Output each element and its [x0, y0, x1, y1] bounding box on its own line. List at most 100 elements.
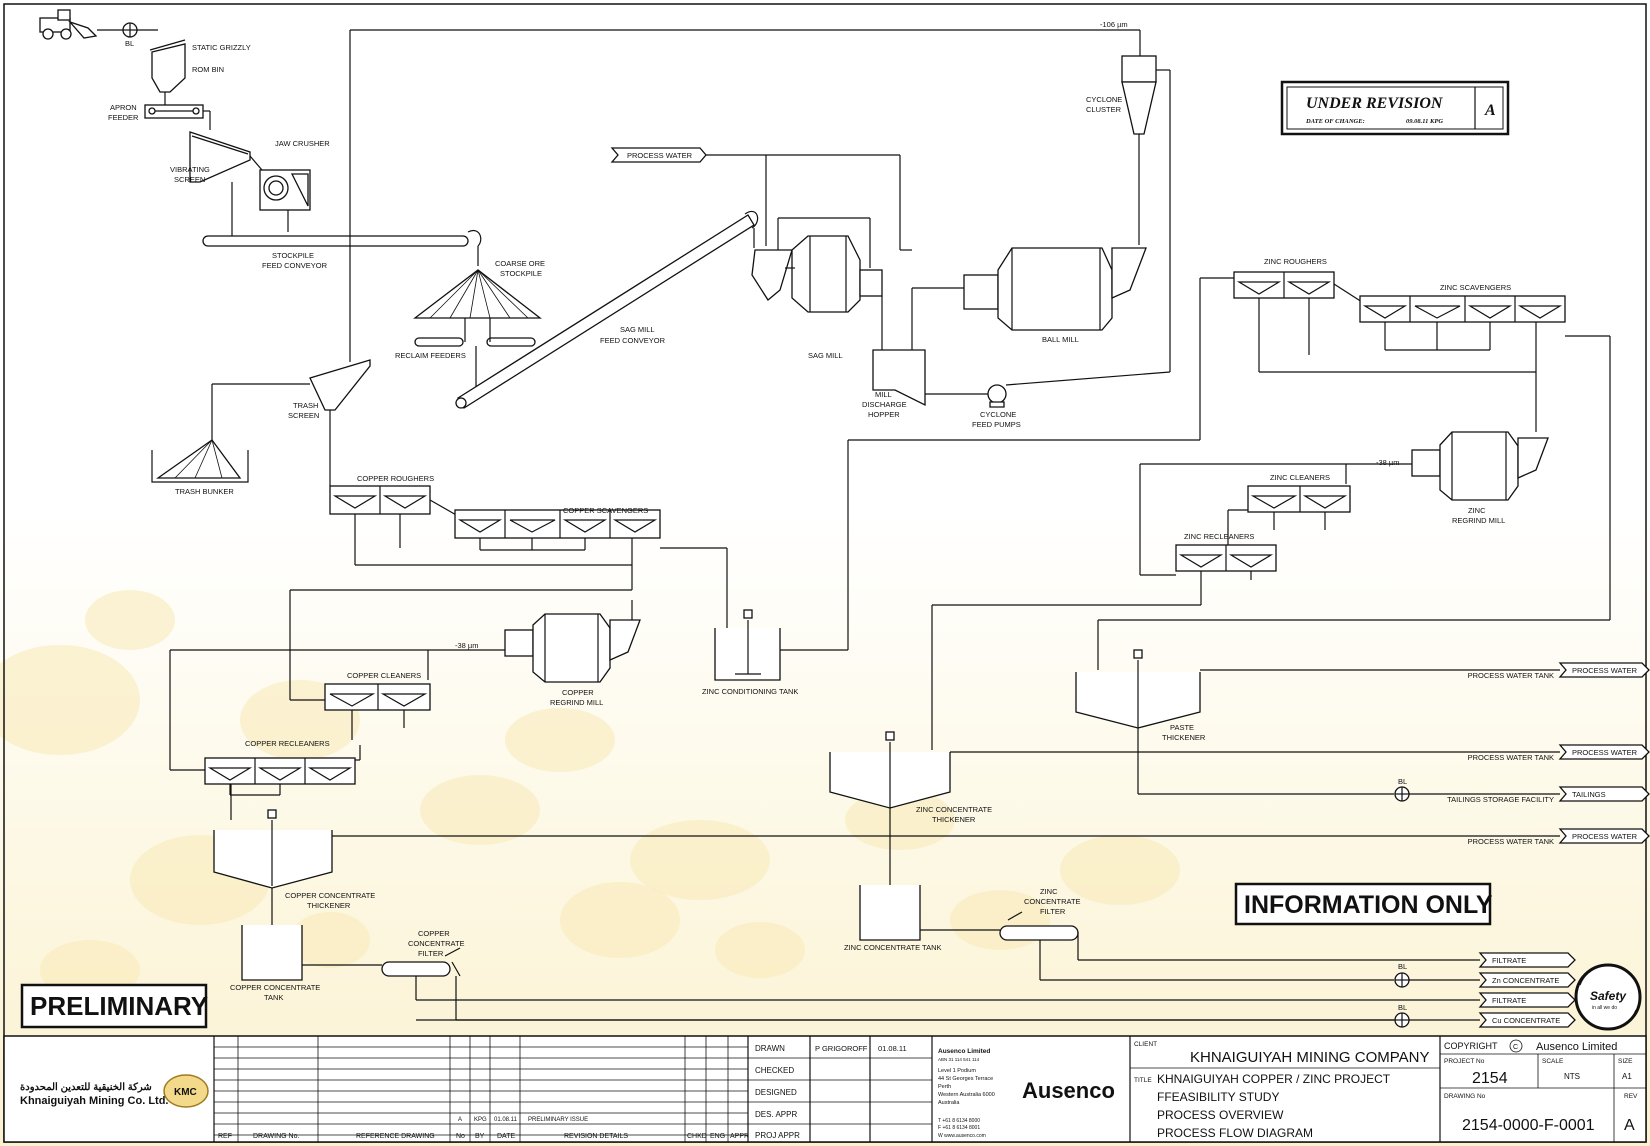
output-tag-7: FILTRATE — [1478, 992, 1576, 1008]
consultant-address-4: Western Australia 6000 — [938, 1092, 995, 1098]
apron-feeder — [144, 104, 204, 119]
output-tag-label: PROCESS WATER — [1572, 666, 1638, 675]
coarse-ore-stockpile — [413, 269, 542, 319]
copper-filter-label-3: FILTER — [418, 949, 444, 958]
loader-icon — [39, 9, 98, 40]
copper-concentrate-filter — [381, 947, 461, 977]
zinc-cleaners-label: ZINC CLEANERS — [1270, 473, 1330, 482]
consultant-abn: ABN 31 114 541 114 — [938, 1057, 980, 1062]
copper-concentrate-thickener — [213, 809, 333, 889]
copper-recleaners — [204, 757, 356, 785]
mill-discharge-label-1: MILL — [875, 390, 892, 399]
hdr-revision-details: REVISION DETAILS — [564, 1133, 628, 1140]
mill-discharge-hopper — [872, 349, 926, 407]
date-of-change-label: DATE OF CHANGE: — [1305, 118, 1365, 125]
drawing-no-label: DRAWING No — [1444, 1093, 1486, 1100]
title-label: TITLE — [1134, 1077, 1152, 1084]
copper-regrind-size-label: -38 µm — [455, 641, 479, 650]
coarse-ore-label-2: STOCKPILE — [500, 269, 542, 278]
zinc-filter-label-1: ZINC — [1040, 887, 1058, 896]
copper-regrind-mill — [504, 613, 641, 683]
cu-valve-symbol — [1394, 1012, 1410, 1028]
title-line-4: PROCESS FLOW DIAGRAM — [1157, 1126, 1313, 1140]
project-no-value: 2154 — [1472, 1070, 1508, 1087]
consultant-fax: F +61 8 6134 8001 — [938, 1125, 980, 1131]
scale-value: NTS — [1564, 1072, 1580, 1081]
sag-mill-label: SAG MILL — [808, 351, 843, 360]
copper-thickener-label-2: THICKENER — [307, 901, 351, 910]
output-tag-label: TAILINGS — [1572, 790, 1606, 799]
copper-regrind-label-1: COPPER — [562, 688, 594, 697]
zinc-regrind-label-2: REGRIND MILL — [1452, 516, 1505, 525]
copyright-owner: Ausenco Limited — [1536, 1041, 1617, 1053]
stockpile-conveyor-label-1: STOCKPILE — [272, 251, 314, 260]
copper-thickener-label-1: COPPER CONCENTRATE — [285, 891, 375, 900]
jaw-crusher-label: JAW CRUSHER — [275, 139, 330, 148]
apron-feeder-label-2: FEEDER — [108, 113, 139, 122]
sag-mill — [751, 235, 883, 313]
copper-scavengers-label: COPPER SCAVENGERS — [563, 506, 648, 515]
reclaim-feeders — [414, 337, 536, 347]
apron-feeder-label-1: APRON — [110, 103, 137, 112]
zinc-regrind-size-label: -38 µm — [1376, 458, 1400, 467]
company-arabic-name: شركة الخنيقية للتعدين المحدودة — [20, 1082, 152, 1093]
preliminary-stamp: PRELIMINARY — [20, 983, 208, 1029]
coarse-ore-label-1: COARSE ORE — [495, 259, 545, 268]
zinc-tank-label: ZINC CONCENTRATE TANK — [844, 943, 942, 952]
cyclone-pumps-label-2: FEED PUMPS — [972, 420, 1021, 429]
rev-row-by: KPG — [474, 1117, 487, 1123]
sag-mill-feed-conveyor — [455, 210, 759, 409]
output-tag-label: PROCESS WATER — [1572, 832, 1638, 841]
cyclone-cluster — [1121, 55, 1157, 135]
cyclone-feed-pump — [987, 384, 1007, 408]
title-block: شركة الخنيقية للتعدين المحدودة Khnaiguiy… — [3, 1035, 1647, 1143]
zinc-thickener-label-1: ZINC CONCENTRATE — [916, 805, 992, 814]
paste-thickener-label-1: PASTE — [1170, 723, 1194, 732]
safety-logo: Safety in all we do — [1574, 963, 1642, 1031]
rev-row-date: 01.08.11 — [494, 1117, 518, 1123]
copper-filter-label-1: COPPER — [418, 929, 450, 938]
output-tag-3: TAILINGS TAILINGS STORAGE FACILITY — [1447, 786, 1650, 804]
safety-logo-main: Safety — [1590, 989, 1627, 1003]
drawn-label: DRAWN — [755, 1044, 785, 1053]
zn-bl-label: BL — [1398, 962, 1407, 971]
copper-filter-label-2: CONCENTRATE — [408, 939, 465, 948]
output-tag-8: Cu CONCENTRATE — [1478, 1012, 1576, 1028]
hdr-no: No — [456, 1133, 465, 1140]
drawing-no-value: 2154-0000-F-0001 — [1462, 1117, 1595, 1134]
rev-row-details: PRELIMINARY ISSUE — [528, 1117, 588, 1123]
kmc-logo-text: KMC — [174, 1087, 197, 1098]
output-destination-label: PROCESS WATER TANK — [1468, 753, 1554, 762]
trash-bunker-label: TRASH BUNKER — [175, 487, 234, 496]
hdr-eng: ENG — [710, 1133, 725, 1140]
ball-mill-label: BALL MILL — [1042, 335, 1079, 344]
rev-row-no: A — [458, 1117, 462, 1123]
zinc-recleaners — [1175, 544, 1277, 572]
consultant-web: W www.ausenco.com — [938, 1133, 986, 1139]
zinc-roughers-label: ZINC ROUGHERS — [1264, 257, 1327, 266]
scale-label: SCALE — [1542, 1058, 1564, 1065]
zinc-thickener-label-2: THICKENER — [932, 815, 976, 824]
copyright-symbol: C — [1513, 1044, 1518, 1051]
copper-roughers — [329, 485, 431, 515]
project-no-label: PROJECT No — [1444, 1058, 1485, 1065]
rom-bin-label: ROM BIN — [192, 65, 224, 74]
copper-concentrate-tank — [241, 925, 303, 981]
title-line-2: FFEASIBILITY STUDY — [1157, 1090, 1279, 1104]
client-label: CLIENT — [1134, 1041, 1157, 1048]
zinc-cleaners — [1247, 485, 1351, 513]
tailings-valve-symbol — [1394, 786, 1410, 802]
output-destination-label: TAILINGS STORAGE FACILITY — [1447, 795, 1554, 804]
information-only-text: INFORMATION ONLY — [1244, 891, 1493, 919]
cyclone-cluster-label-1: CYCLONE — [1086, 95, 1122, 104]
copper-regrind-label-2: REGRIND MILL — [550, 698, 603, 707]
zinc-recleaners-label: ZINC RECLEANERS — [1184, 532, 1254, 541]
output-tag-label: Zn CONCENTRATE — [1492, 976, 1559, 985]
zinc-regrind-label-1: ZINC — [1468, 506, 1486, 515]
size-label: SIZE — [1618, 1058, 1633, 1065]
kmc-logo: KMC — [163, 1074, 209, 1108]
process-water-inlet-tag — [610, 147, 707, 163]
